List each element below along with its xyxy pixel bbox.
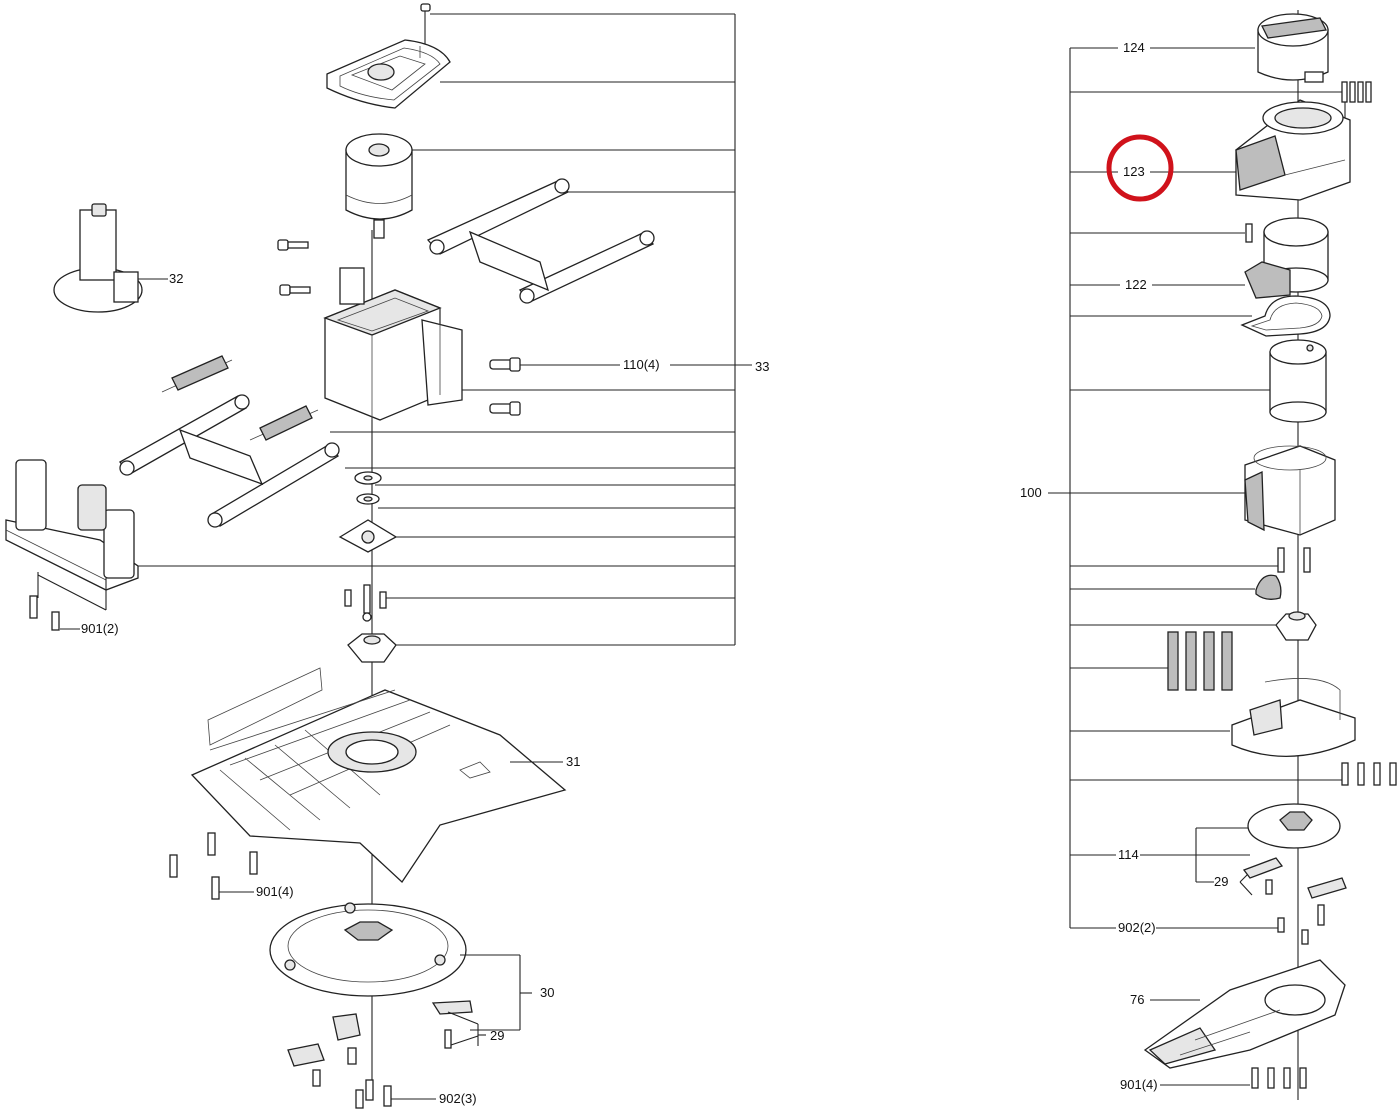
housing-box (323, 267, 463, 421)
part-114-disk (1247, 803, 1341, 849)
part-124-knob (1257, 13, 1329, 83)
label-901-4: 901(4) (256, 884, 294, 899)
motor-left (345, 133, 413, 239)
label-110: 110(4) (623, 357, 660, 372)
top-plate (326, 39, 451, 109)
deck-31 (190, 667, 567, 883)
bolts-left-upper (277, 239, 311, 296)
cap-small (1255, 574, 1282, 600)
label-31: 31 (566, 754, 580, 769)
screws-mid (344, 584, 387, 622)
label-30: 30 (540, 985, 554, 1000)
label-123: 123 (1123, 164, 1145, 179)
springs-left (161, 355, 319, 441)
part-100-housing (1244, 445, 1336, 536)
coupler (1275, 611, 1317, 641)
part-123-cover (1235, 99, 1351, 201)
label-124: 124 (1123, 40, 1145, 55)
blade-disk-30 (269, 902, 532, 1031)
blades-29-right (1242, 857, 1347, 926)
label-29-right: 29 (1214, 874, 1228, 889)
label-29-left: 29 (490, 1028, 504, 1043)
gasket (1240, 295, 1331, 337)
screws-901-4 (169, 832, 258, 900)
right-assembly: 124 123 122 100 114 29 902(2) 76 901(4) (1020, 10, 1397, 1100)
part-76-base (1143, 959, 1346, 1069)
label-122: 122 (1125, 277, 1147, 292)
part-32-knob (53, 203, 168, 313)
washers-flange (338, 471, 398, 553)
leader-lines-33 (138, 13, 752, 1100)
motor-right (1269, 339, 1327, 423)
label-100: 100 (1020, 485, 1042, 500)
upper-arm-frame (426, 178, 655, 304)
screws-901-4-right (1251, 1067, 1307, 1089)
label-902-2: 902(2) (1118, 920, 1156, 935)
highlight-circle (1106, 134, 1174, 202)
bracket-left (5, 459, 139, 631)
screws-below-100 (1277, 547, 1311, 573)
lower-arm-frame (118, 394, 340, 528)
part-122-cup (1244, 217, 1329, 299)
label-901-4-right: 901(4) (1120, 1077, 1158, 1092)
label-33: 33 (755, 359, 769, 374)
leader-lines-right (1048, 10, 1345, 1100)
screw-top (420, 3, 431, 44)
blades-29-left (287, 1000, 486, 1067)
screws-902-2 (1277, 917, 1309, 945)
screws-top-right (1341, 81, 1372, 165)
label-902-3: 902(3) (439, 1091, 477, 1106)
screws-four-right (1341, 762, 1397, 786)
screws-902-3 (312, 1047, 436, 1109)
lower-housing (1231, 678, 1356, 757)
label-901-2: 901(2) (81, 621, 119, 636)
label-76: 76 (1130, 992, 1144, 1007)
springs-right (1167, 631, 1233, 691)
hex-nut (347, 633, 397, 663)
pins-110 (489, 357, 521, 416)
label-114: 114 (1118, 847, 1139, 862)
label-32: 32 (169, 271, 183, 286)
left-assembly: 32 110(4) 33 901(2) 31 901(4) 30 29 902(… (5, 3, 769, 1109)
